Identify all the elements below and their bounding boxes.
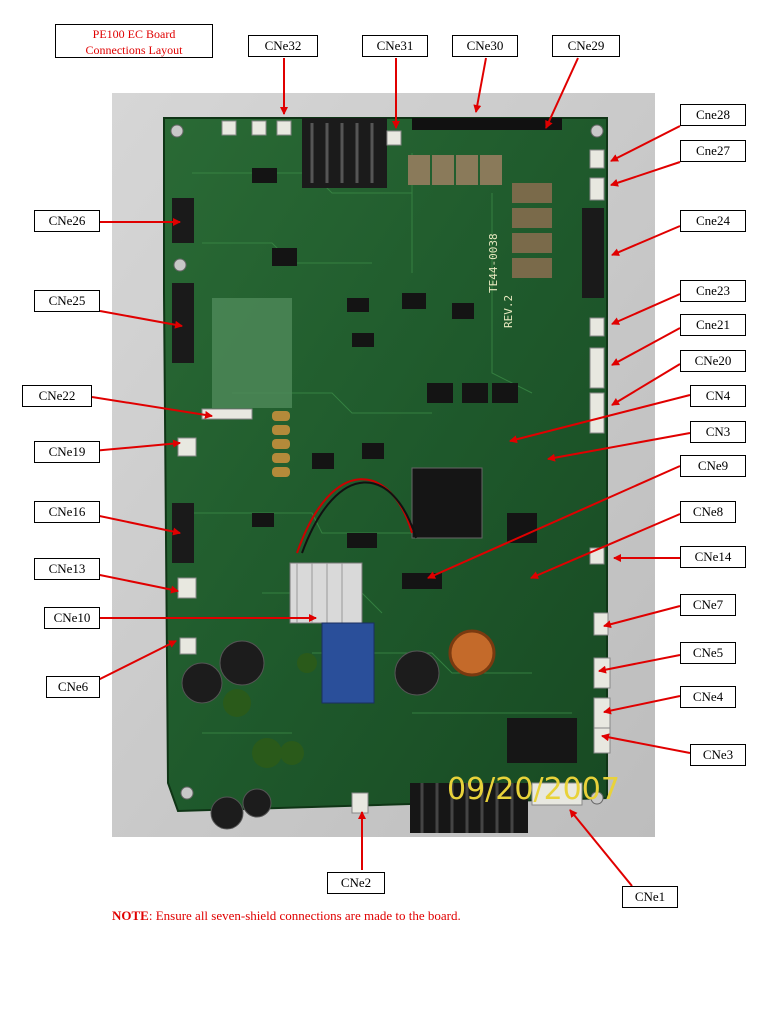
board-photo: TE44-0038 REV.2 09/20/2007 <box>112 93 655 837</box>
label-cne19: CNe19 <box>34 441 100 463</box>
label-cne7: CNe7 <box>680 594 736 616</box>
label-cne3: CNe3 <box>690 744 746 766</box>
label-cn4: CN4 <box>690 385 746 407</box>
label-cne26: CNe26 <box>34 210 100 232</box>
label-cne9: CNe9 <box>680 455 746 477</box>
label-cne31: CNe31 <box>362 35 428 57</box>
label-cne32: CNe32 <box>248 35 318 57</box>
label-cne13: CNe13 <box>34 558 100 580</box>
label-cne20: CNe20 <box>680 350 746 372</box>
diagram-title: PE100 EC Board Connections Layout <box>55 24 213 58</box>
label-cne8: CNe8 <box>680 501 736 523</box>
label-cne10: CNe10 <box>44 607 100 629</box>
label-cne21: Cne21 <box>680 314 746 336</box>
label-cne2: CNe2 <box>327 872 385 894</box>
label-cne1: CNe1 <box>622 886 678 908</box>
label-cne16: CNe16 <box>34 501 100 523</box>
label-cne23: Cne23 <box>680 280 746 302</box>
note-body: : Ensure all seven-shield connections ar… <box>148 908 461 923</box>
label-cne25: CNe25 <box>34 290 100 312</box>
label-cne22: CNe22 <box>22 385 92 407</box>
label-cne30: CNe30 <box>452 35 518 57</box>
silk-text-2: REV.2 <box>502 295 515 328</box>
label-cne14: CNe14 <box>680 546 746 568</box>
label-cne4: CNe4 <box>680 686 736 708</box>
label-cne5: CNe5 <box>680 642 736 664</box>
silk-text-1: TE44-0038 <box>487 233 500 293</box>
label-cne27: Cne27 <box>680 140 746 162</box>
note-prefix: NOTE <box>112 908 149 923</box>
label-cne24: Cne24 <box>680 210 746 232</box>
date-stamp: 09/20/2007 <box>447 772 620 807</box>
title-line-1: PE100 EC Board <box>92 27 176 41</box>
note-text: NOTE: Ensure all seven-shield connection… <box>112 908 461 924</box>
label-cne29: CNe29 <box>552 35 620 57</box>
label-cne6: CNe6 <box>46 676 100 698</box>
label-cne28: Cne28 <box>680 104 746 126</box>
label-cn3: CN3 <box>690 421 746 443</box>
title-line-2: Connections Layout <box>85 43 183 57</box>
